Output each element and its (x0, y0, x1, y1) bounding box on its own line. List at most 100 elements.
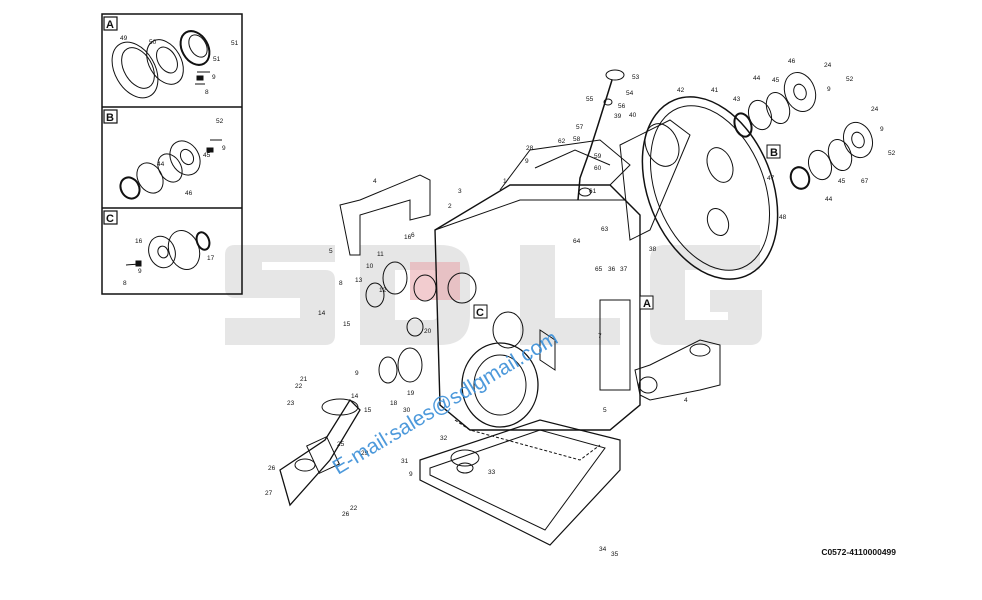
svg-text:28: 28 (526, 145, 534, 152)
svg-text:62: 62 (558, 138, 566, 145)
svg-text:17: 17 (207, 255, 215, 262)
svg-text:9: 9 (138, 268, 142, 275)
svg-text:8: 8 (339, 280, 343, 287)
svg-text:7: 7 (598, 333, 602, 340)
svg-text:56: 56 (618, 103, 626, 110)
svg-text:44: 44 (753, 75, 761, 82)
svg-text:63: 63 (601, 226, 609, 233)
svg-text:54: 54 (626, 90, 634, 97)
detail-flag-b: B (766, 144, 781, 159)
svg-text:30: 30 (403, 407, 411, 414)
svg-text:53: 53 (632, 74, 640, 81)
svg-text:6: 6 (411, 232, 415, 239)
inset-c (103, 210, 211, 270)
drawing-number: C0572-4110000499 (821, 547, 896, 557)
svg-text:4: 4 (684, 397, 688, 404)
svg-text:59: 59 (594, 153, 602, 160)
svg-text:47: 47 (767, 175, 775, 182)
svg-text:9: 9 (827, 86, 831, 93)
svg-text:52: 52 (216, 118, 224, 125)
svg-text:43: 43 (733, 96, 741, 103)
svg-text:64: 64 (573, 238, 581, 245)
svg-text:15: 15 (343, 321, 351, 328)
svg-text:2: 2 (448, 203, 452, 210)
svg-text:14: 14 (351, 393, 359, 400)
svg-text:9: 9 (222, 145, 226, 152)
svg-text:9: 9 (355, 370, 359, 377)
svg-text:45: 45 (203, 152, 211, 159)
inset-panel-group (101, 13, 243, 295)
svg-text:65: 65 (595, 266, 603, 273)
svg-text:23: 23 (287, 400, 295, 407)
svg-text:45: 45 (772, 77, 780, 84)
svg-text:61: 61 (589, 188, 597, 195)
dipstick-assembly (577, 69, 625, 201)
inset-b-title: B (106, 112, 114, 124)
svg-text:51: 51 (231, 40, 239, 47)
svg-text:24: 24 (824, 62, 832, 69)
svg-text:4: 4 (373, 178, 377, 185)
svg-text:42: 42 (677, 87, 685, 94)
svg-text:B: B (770, 147, 778, 159)
svg-text:A: A (643, 298, 651, 310)
svg-text:44: 44 (157, 161, 165, 168)
svg-text:20: 20 (424, 328, 432, 335)
svg-text:9: 9 (212, 74, 216, 81)
svg-text:45: 45 (838, 178, 846, 185)
svg-text:57: 57 (576, 124, 584, 131)
svg-text:19: 19 (407, 390, 415, 397)
svg-text:36: 36 (608, 266, 616, 273)
svg-text:34: 34 (599, 546, 607, 553)
svg-text:55: 55 (586, 96, 594, 103)
svg-text:37: 37 (620, 266, 628, 273)
part-callouts: 1 2 3 4 4 5 5 6 7 8 9 9 9 9 9 10 11 12 1… (265, 58, 896, 558)
svg-text:8: 8 (205, 89, 209, 96)
svg-text:12: 12 (379, 287, 387, 294)
detail-flag-a: A (639, 295, 654, 310)
svg-text:52: 52 (846, 76, 854, 83)
svg-text:35: 35 (611, 551, 619, 558)
svg-text:5: 5 (329, 248, 333, 255)
inset-b (103, 109, 222, 200)
svg-text:1: 1 (503, 178, 507, 185)
svg-text:9: 9 (409, 471, 413, 478)
svg-text:10: 10 (366, 263, 374, 270)
svg-text:14: 14 (318, 310, 326, 317)
svg-text:46: 46 (788, 58, 796, 65)
svg-text:46: 46 (185, 190, 193, 197)
bearing-stacks (733, 72, 874, 190)
svg-text:16: 16 (404, 234, 412, 241)
svg-text:24: 24 (871, 106, 879, 113)
svg-text:58: 58 (573, 136, 581, 143)
svg-text:3: 3 (458, 188, 462, 195)
inset-a-title: A (106, 19, 114, 31)
svg-text:9: 9 (880, 126, 884, 133)
svg-text:27: 27 (265, 490, 273, 497)
gear-cover-42 (619, 96, 779, 280)
svg-text:25: 25 (337, 441, 345, 448)
svg-text:67: 67 (861, 178, 869, 185)
svg-text:60: 60 (594, 165, 602, 172)
svg-text:48: 48 (779, 214, 787, 221)
svg-text:22: 22 (295, 383, 303, 390)
svg-text:16: 16 (135, 238, 143, 245)
svg-text:9: 9 (525, 158, 529, 165)
inset-callouts: 49 50 51 51 8 9 52 9 45 46 44 16 17 9 8 (120, 35, 239, 287)
svg-text:51: 51 (213, 56, 221, 63)
svg-text:21: 21 (300, 376, 308, 383)
inset-c-title: C (106, 213, 114, 225)
svg-text:31: 31 (401, 458, 409, 465)
svg-text:15: 15 (364, 407, 372, 414)
svg-text:44: 44 (825, 196, 833, 203)
svg-text:29: 29 (361, 450, 369, 457)
svg-text:22: 22 (350, 505, 358, 512)
inset-a (103, 16, 211, 99)
svg-text:8: 8 (123, 280, 127, 287)
svg-text:38: 38 (649, 246, 657, 253)
svg-text:11: 11 (377, 251, 384, 258)
svg-text:41: 41 (711, 87, 719, 94)
transmission-housing (279, 139, 721, 546)
detail-flag-c: C (473, 304, 488, 319)
svg-text:32: 32 (440, 435, 448, 442)
